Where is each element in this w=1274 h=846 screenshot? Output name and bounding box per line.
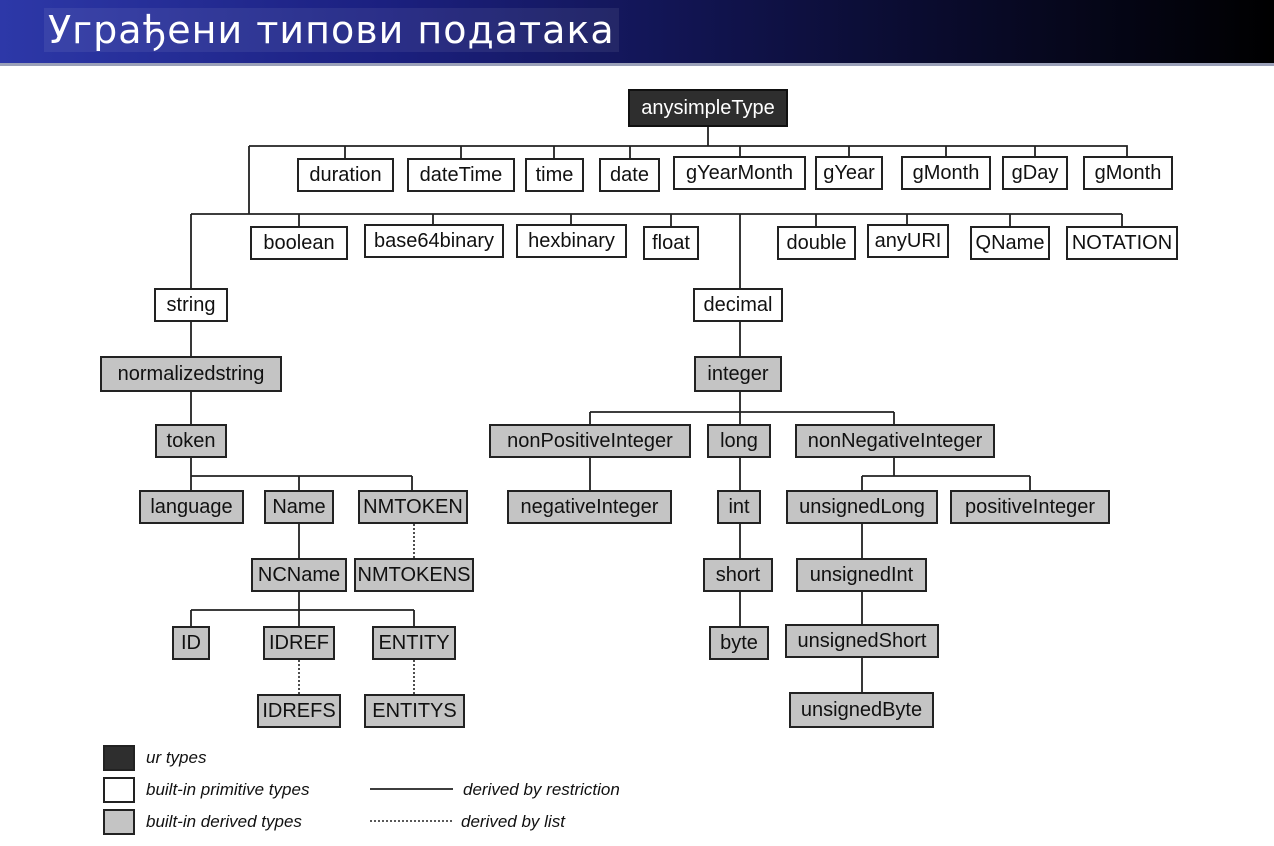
node-gmonth-2: gMonth [1083, 156, 1173, 190]
node-name: Name [264, 490, 334, 524]
node-datetime: dateTime [407, 158, 515, 192]
node-float: float [643, 226, 699, 260]
node-anyuri: anyURI [867, 224, 949, 258]
node-anysimpletype: anysimpleType [628, 89, 788, 127]
node-date: date [599, 158, 660, 192]
node-gyear: gYear [815, 156, 883, 190]
node-unsignedlong: unsignedLong [786, 490, 938, 524]
node-negativeinteger: negativeInteger [507, 490, 672, 524]
title-bar: Уграђени типови података [0, 0, 1274, 66]
node-id: ID [172, 626, 210, 660]
node-double: double [777, 226, 856, 260]
node-unsignedbyte: unsignedByte [789, 692, 934, 728]
node-gyearmonth: gYearMonth [673, 156, 806, 190]
node-entitys: ENTITYS [364, 694, 465, 728]
node-long: long [707, 424, 771, 458]
node-unsignedshort: unsignedShort [785, 624, 939, 658]
node-nmtoken: NMTOKEN [358, 490, 468, 524]
node-nonpositiveinteger: nonPositiveInteger [489, 424, 691, 458]
node-int: int [717, 490, 761, 524]
node-unsignedint: unsignedInt [796, 558, 927, 592]
node-positiveinteger: positiveInteger [950, 490, 1110, 524]
node-gmonth-1: gMonth [901, 156, 991, 190]
node-decimal: decimal [693, 288, 783, 322]
legend-derived-label: built-in derived types [146, 812, 302, 831]
node-idref: IDREF [263, 626, 335, 660]
slide-title: Уграђени типови података [44, 8, 619, 52]
node-short: short [703, 558, 773, 592]
legend-primitive-swatch [103, 777, 135, 803]
legend-derived-swatch [103, 809, 135, 835]
node-nonnegativeinteger: nonNegativeInteger [795, 424, 995, 458]
node-string: string [154, 288, 228, 322]
node-byte: byte [709, 626, 769, 660]
node-language: language [139, 490, 244, 524]
node-token: token [155, 424, 227, 458]
node-ncname: NCName [251, 558, 347, 592]
legend-restriction-label: derived by restriction [463, 780, 620, 799]
node-idrefs: IDREFS [257, 694, 341, 728]
legend-ur-swatch [103, 745, 135, 771]
node-boolean: boolean [250, 226, 348, 260]
legend-list-label: derived by list [461, 812, 565, 831]
node-normalizedstring: normalizedstring [100, 356, 282, 392]
node-duration: duration [297, 158, 394, 192]
node-qname: QName [970, 226, 1050, 260]
node-time: time [525, 158, 584, 192]
legend-ur-label: ur types [146, 748, 207, 767]
node-notation: NOTATION [1066, 226, 1178, 260]
node-base64binary: base64binary [364, 224, 504, 258]
legend-primitive-label: built-in primitive types [146, 780, 310, 799]
node-gday: gDay [1002, 156, 1068, 190]
node-entity: ENTITY [372, 626, 456, 660]
node-hexbinary: hexbinary [516, 224, 627, 258]
node-integer: integer [694, 356, 782, 392]
node-nmtokens: NMTOKENS [354, 558, 474, 592]
